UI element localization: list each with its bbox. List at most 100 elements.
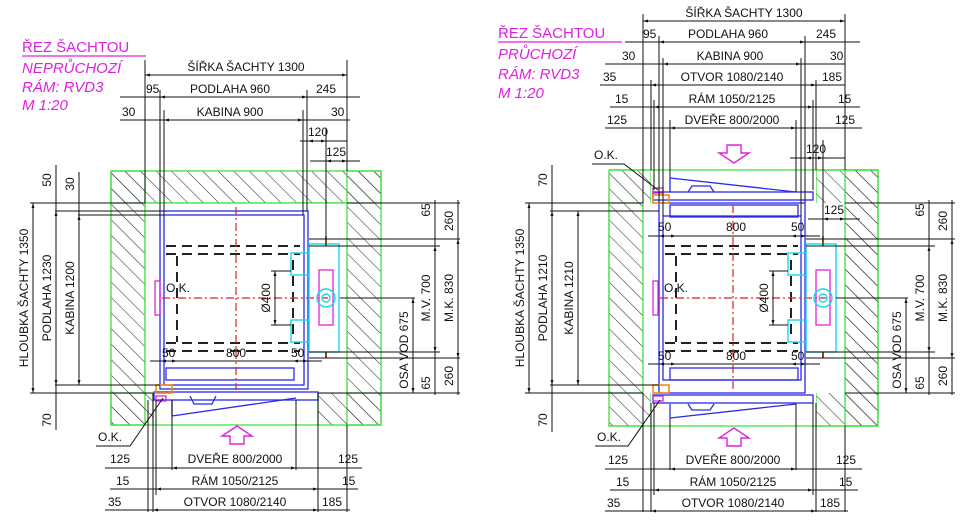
entry-arrow-icon (219, 425, 255, 445)
ok-marker (652, 280, 659, 316)
bottom-gap-dim: 70 (40, 413, 54, 427)
shaft-depth-label: HLOUBKA ŠACHTY 1350 (512, 228, 527, 367)
frame-right-dim: 15 (342, 474, 356, 488)
opening-label: OTVOR 1080/2140 (681, 70, 784, 84)
cabin-left-dim: 30 (622, 49, 636, 63)
cabin-right-dim: 30 (830, 49, 844, 63)
axis-circle (813, 288, 833, 308)
section-non-walkthrough: ŘEZ ŠACHTOU NEPRŮCHOZÍ RÁM: RVD3 M 1:20 (16, 39, 460, 512)
inner-top-dim-left: 50 (658, 220, 672, 234)
axis-circle (316, 288, 336, 308)
bottom-dimensions: O.K. 125 DVEŘE 800/2000 125 15 RÁM 1050/… (96, 393, 362, 512)
cabin-width-label: KABINA 900 (197, 105, 264, 119)
opening-right-dim: 185 (322, 495, 342, 509)
floor-label: PODLAHA 960 (190, 82, 270, 96)
right-dimensions: OSA VOD 675 M.V. 700 65 65 M.K. 830 260 … (309, 200, 460, 395)
door-right-dim: 125 (835, 113, 855, 127)
top-260-dim: 260 (936, 211, 950, 231)
title-line-4: M 1:20 (498, 85, 545, 102)
floor-depth-label: PODLAHA 1230 (40, 254, 54, 341)
inner-dim-right: 50 (291, 346, 305, 360)
door-label: DVEŘE 800/2000 (188, 451, 283, 466)
left-dimensions: HLOUBKA ŠACHTY 1350 PODLAHA 1230 50 70 K… (16, 165, 164, 430)
top-gap2-dim: 30 (63, 177, 77, 191)
frame-right-dim: 15 (838, 92, 852, 106)
axis-dim-label: OSA VOD 675 (890, 311, 904, 389)
frame-label: RÁM 1050/2125 (192, 473, 279, 488)
top-gap-dim: 70 (536, 173, 550, 187)
frame-label: RÁM 1050/2125 (689, 91, 776, 106)
wall-left-inner (608, 202, 644, 394)
guide-rail-label: M.K. 830 (442, 274, 456, 322)
inner-ok-label: O.K. (166, 281, 190, 295)
inner-dim-left: 50 (658, 349, 672, 363)
shaft-width-label: ŠÍŘKA ŠACHTY 1300 (187, 59, 304, 74)
floor-left-dim: 95 (146, 82, 160, 96)
top-bracket (652, 194, 670, 204)
rail-gauge-label: M.V. 700 (913, 274, 927, 321)
cabin-dashes (665, 245, 798, 352)
cabin-left-dim: 30 (122, 105, 136, 119)
top-dimensions: ŠÍŘKA ŠACHTY 1300 95 PODLAHA 960 245 30 … (120, 59, 360, 236)
floor-depth-label: PODLAHA 1210 (536, 254, 550, 341)
inner-ok-label: O.K. (664, 281, 688, 295)
opening-left-dim: 35 (607, 496, 621, 510)
dim-125: 125 (824, 203, 844, 217)
opening-label: OTVOR 1080/2140 (682, 496, 785, 510)
dim-125: 125 (326, 145, 346, 159)
rail-gauge-label: M.V. 700 (419, 274, 433, 321)
top-260-dim: 260 (442, 211, 456, 231)
frame-right-dim: 15 (839, 475, 853, 489)
bottom-ok-label: O.K. (597, 430, 621, 444)
wall-top (110, 170, 382, 204)
inner-top-dim-mid: 800 (726, 220, 746, 234)
inner-dim-right: 50 (791, 349, 805, 363)
bottom-dimensions: O.K. 125 DVEŘE 800/2000 125 15 RÁM 1050/… (595, 393, 862, 513)
cabin-right-dim: 30 (331, 105, 345, 119)
frame-left-dim: 15 (116, 474, 130, 488)
door-label: DVEŘE 800/2000 (686, 452, 781, 467)
floor-right-dim: 245 (816, 27, 836, 41)
title-line-4: M 1:20 (22, 97, 69, 114)
entry-arrow-top-icon (716, 144, 752, 164)
door-label: DVEŘE 800/2000 (685, 112, 780, 127)
top-65-dim: 65 (913, 203, 927, 217)
top-gap-dim: 50 (40, 173, 54, 187)
bottom-bracket (652, 384, 670, 394)
door-left-dim: 125 (607, 113, 627, 127)
dim-120: 120 (308, 125, 328, 139)
bottom-65-dim: 65 (913, 376, 927, 390)
bottom-ok-label: O.K. (98, 430, 122, 444)
title-line-3: RÁM: RVD3 (22, 79, 104, 96)
section-walkthrough: ŘEZ ŠACHTOU PRŮCHOZÍ RÁM: RVD3 M 1:20 (498, 5, 955, 513)
dim-120: 120 (806, 142, 826, 156)
floor-right-dim: 245 (316, 82, 336, 96)
cabin-depth-label: KABINA 1200 (63, 261, 77, 335)
door-right-dim: 125 (836, 453, 856, 467)
cabin-depth-label: KABINA 1210 (562, 261, 576, 335)
top-dimensions: ŠÍŘKA ŠACHTY 1300 95 PODLAHA 960 245 30 … (592, 5, 862, 236)
frame-left-dim: 15 (615, 92, 629, 106)
wall-bottom-right (317, 392, 382, 426)
floor-label: PODLAHA 960 (688, 27, 768, 41)
frame-label: RÁM 1050/2125 (690, 474, 777, 489)
shaft-width-label: ŠÍŘKA ŠACHTY 1300 (685, 5, 802, 20)
wall-left (110, 170, 146, 426)
inner-dim-mid: 800 (726, 349, 746, 363)
cabin-dashes (166, 245, 300, 352)
title-line-2: NEPRŮCHOZÍ (22, 58, 124, 77)
diameter-label: Ø400 (259, 283, 273, 313)
opening-left-dim: 35 (603, 70, 617, 84)
inner-top-dim-right: 50 (791, 220, 805, 234)
bottom-gap-dim: 70 (536, 413, 550, 427)
title-line-3: RÁM: RVD3 (498, 66, 580, 83)
inner-dim-mid: 800 (226, 346, 246, 360)
inner-dim-left: 50 (162, 346, 176, 360)
title-line-1: ŘEZ ŠACHTOU (498, 25, 605, 42)
right-dimensions: OSA VOD 675 M.V. 700 65 65 M.K. 830 260 … (806, 200, 955, 395)
opening-right-dim: 185 (820, 496, 840, 510)
top-65-dim: 65 (419, 203, 433, 217)
floor-left-dim: 95 (643, 27, 657, 41)
cabin-width-label: KABINA 900 (697, 49, 764, 63)
